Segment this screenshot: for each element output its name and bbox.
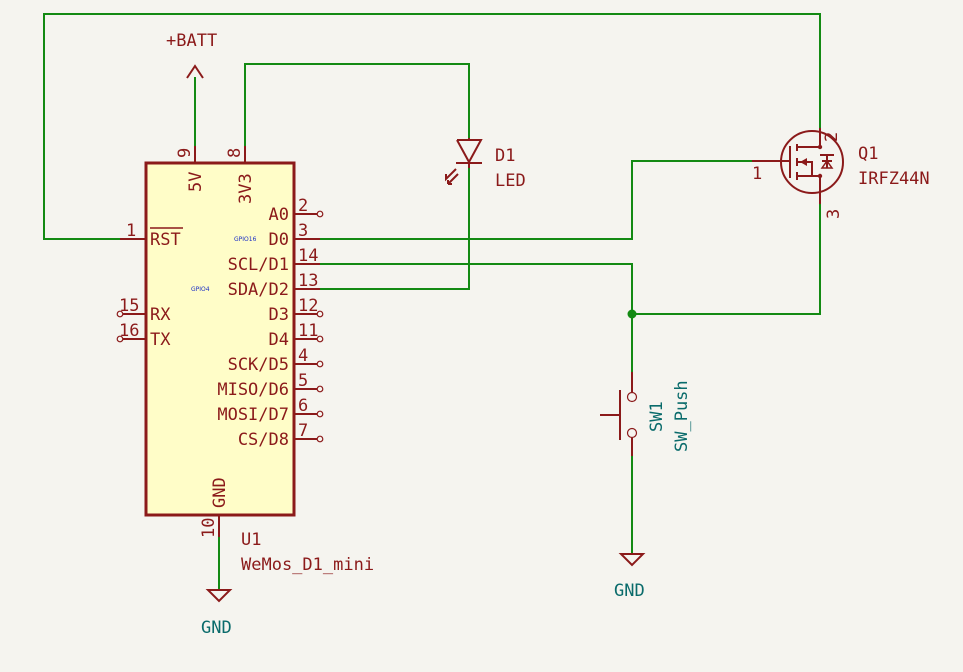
- u1-pin-number: 2: [298, 196, 308, 216]
- d1-reference: D1: [495, 146, 515, 166]
- led-emission-icon: [447, 173, 459, 185]
- wire-d1-to-switch: [320, 263, 633, 372]
- u1-pin-name: SDA/D2: [228, 280, 289, 300]
- u1-pin-number: 15: [119, 296, 139, 316]
- u1-right-pins: 2 A0 3 D0 14 SCL/D1 13 SDA/D2 12 D3 11 D4 4 SCK/D5 5 MI…: [217, 196, 324, 450]
- u1-pin-name: MOSI/D7: [217, 405, 289, 425]
- u1-reference: U1: [241, 530, 261, 550]
- wire-d0-to-gate: [320, 160, 752, 240]
- power-arrow-icon: [186, 64, 204, 79]
- switch-sw1: SW1 SW_Push: [600, 372, 692, 456]
- gpio-note: GPIO16: [234, 236, 257, 243]
- wire-rst-to-q1-drain: [43, 13, 821, 240]
- junction-dot: [627, 309, 637, 319]
- nc-marker: [316, 310, 324, 318]
- batt-label: +BATT: [166, 31, 217, 51]
- d1-value: LED: [495, 171, 526, 191]
- ground-icon: [618, 553, 646, 567]
- u1-pin-name: 5V: [186, 172, 206, 192]
- u1-pin-name: SCL/D1: [228, 255, 289, 275]
- gpio-note: GPIO4: [191, 286, 210, 293]
- u1-pin-number: 13: [298, 271, 318, 291]
- u1-pin-name: SCK/D5: [228, 355, 289, 375]
- led-triangle-icon: [456, 139, 483, 165]
- q1-pin-number: 1: [752, 164, 762, 184]
- u1-value: WeMos_D1_mini: [241, 555, 374, 575]
- u1-pin-number: 16: [119, 321, 139, 341]
- u1-pin-number: 3: [298, 221, 308, 241]
- ground-icon: [205, 589, 233, 603]
- wires: [43, 13, 821, 590]
- u1-pin-number: 14: [298, 246, 318, 266]
- u1-pin-number: 6: [298, 396, 308, 416]
- q1-value: IRFZ44N: [858, 169, 930, 189]
- nc-marker: [116, 335, 124, 343]
- u1-pin-name: D3: [269, 305, 289, 325]
- u1-pin-name: CS/D8: [238, 430, 289, 450]
- u1-pin-name: RST: [150, 230, 181, 250]
- sw1-reference: SW1: [647, 401, 667, 432]
- u1-pin-name: MISO/D6: [217, 380, 289, 400]
- q1-pin-number: 3: [824, 209, 844, 219]
- nc-marker: [316, 360, 324, 368]
- u1-pin-name: A0: [269, 205, 289, 225]
- q1-reference: Q1: [858, 144, 878, 164]
- u1-pin-number: 1: [126, 221, 136, 241]
- wire-led-to-d2: [320, 168, 470, 290]
- u1-pin-number: 11: [298, 321, 318, 341]
- u1-pin-number: 12: [298, 296, 318, 316]
- u1-pin-name: GND: [210, 477, 230, 508]
- mosfet-q1: 1 2 3 Q1 IRFZ44N: [752, 128, 930, 219]
- nc-marker: [316, 410, 324, 418]
- u1-pin-number: 8: [225, 148, 245, 158]
- led-d1: D1 LED: [445, 138, 526, 191]
- nc-marker: [316, 210, 324, 218]
- u1-pin-name: D4: [269, 330, 289, 350]
- switch-contact-icon: [626, 427, 638, 439]
- gnd-label: GND: [201, 618, 232, 638]
- u1-pin-number: 9: [175, 148, 195, 158]
- led-emission-icon: [445, 168, 457, 182]
- u1-pin-number: 5: [298, 371, 308, 391]
- nc-marker: [316, 435, 324, 443]
- wire-source-to-switch: [632, 204, 821, 315]
- u1-pin-number: 4: [298, 346, 308, 366]
- switch-contact-icon: [626, 391, 638, 403]
- u1-pin-name: D0: [269, 230, 289, 250]
- mosfet-arrow-icon: [800, 158, 807, 166]
- u1-pin-name: RX: [150, 305, 171, 325]
- u1-pin-name: TX: [150, 330, 171, 350]
- nc-marker: [316, 385, 324, 393]
- gnd-symbol-right: GND: [614, 553, 646, 601]
- q1-pin-number: 2: [822, 132, 842, 142]
- u1-pin-name: 3V3: [236, 173, 256, 204]
- nc-marker: [316, 335, 324, 343]
- batt-power-symbol: +BATT: [166, 31, 217, 79]
- wire-3v3-to-led: [244, 63, 470, 146]
- u1-pin-number: 10: [199, 518, 219, 538]
- gnd-label: GND: [614, 581, 645, 601]
- u1-pin-number: 7: [298, 421, 308, 441]
- sw1-value: SW_Push: [672, 380, 692, 452]
- nc-marker: [116, 310, 124, 318]
- gnd-symbol-left: GND: [201, 589, 233, 638]
